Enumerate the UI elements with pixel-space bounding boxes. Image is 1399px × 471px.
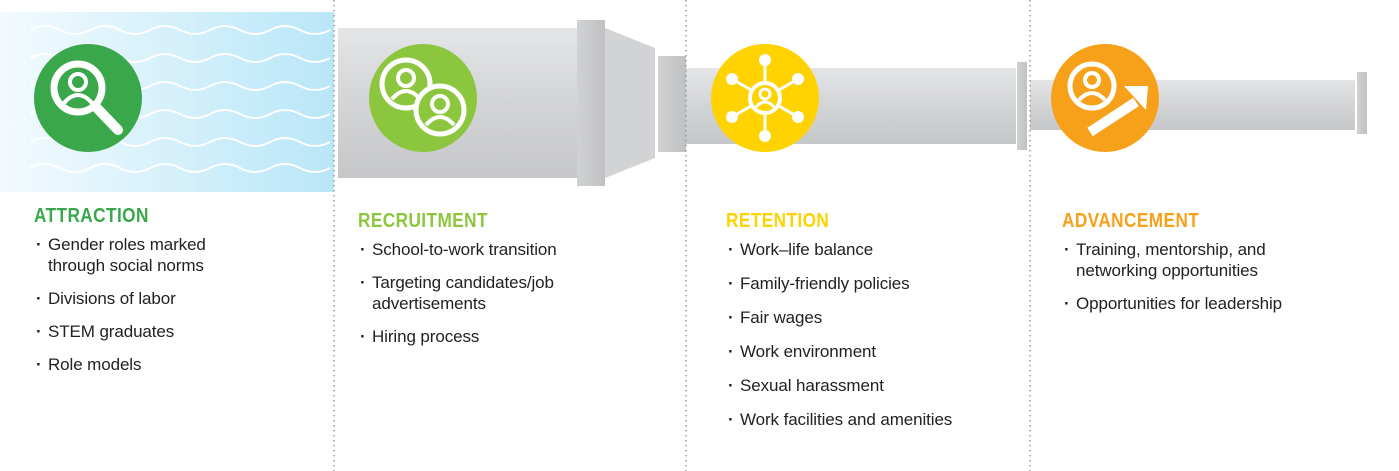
list-item: Family-friendly policies [726, 273, 1016, 294]
magnifier-person-icon [34, 44, 142, 152]
list-item: Work environment [726, 341, 1016, 362]
stage-title: ADVANCEMENT [1062, 210, 1200, 232]
list-item: Gender roles marked through social norms [34, 234, 248, 276]
stage-title: ATTRACTION [34, 205, 149, 227]
list-item: Sexual harassment [726, 375, 1016, 396]
list-item: School-to-work transition [358, 239, 622, 260]
person-growth-arrow-icon [1051, 44, 1159, 152]
stage-title: RETENTION [726, 210, 830, 232]
stage-recruitment: RECRUITMENT School-to-work transition Ta… [358, 210, 648, 359]
list-item: Role models [34, 354, 248, 375]
stage-title: RECRUITMENT [358, 210, 488, 232]
list-item: Training, mentorship, and networking opp… [1062, 239, 1336, 281]
stage-list: Gender roles marked through social norms… [34, 234, 324, 375]
two-people-icon [369, 44, 477, 152]
pipe-segments [338, 20, 1367, 186]
list-item: STEM graduates [34, 321, 248, 342]
list-item: Fair wages [726, 307, 1016, 328]
stage-retention: RETENTION Work–life balance Family-frien… [726, 210, 1016, 443]
list-item: Targeting candidates/job advertisements [358, 272, 622, 314]
stage-list: Work–life balance Family-friendly polici… [726, 239, 1016, 430]
stage-list: School-to-work transition Targeting cand… [358, 239, 648, 347]
stage-attraction: ATTRACTION Gender roles marked through s… [34, 205, 324, 387]
stage-advancement: ADVANCEMENT Training, mentorship, and ne… [1062, 210, 1362, 326]
list-item: Work–life balance [726, 239, 1016, 260]
list-item: Work facilities and amenities [726, 409, 1016, 430]
stage-list: Training, mentorship, and networking opp… [1062, 239, 1362, 314]
list-item: Opportunities for leadership [1062, 293, 1336, 314]
list-item: Hiring process [358, 326, 622, 347]
stage-dividers [333, 0, 1031, 471]
list-item: Divisions of labor [34, 288, 248, 309]
network-person-icon [711, 44, 819, 152]
